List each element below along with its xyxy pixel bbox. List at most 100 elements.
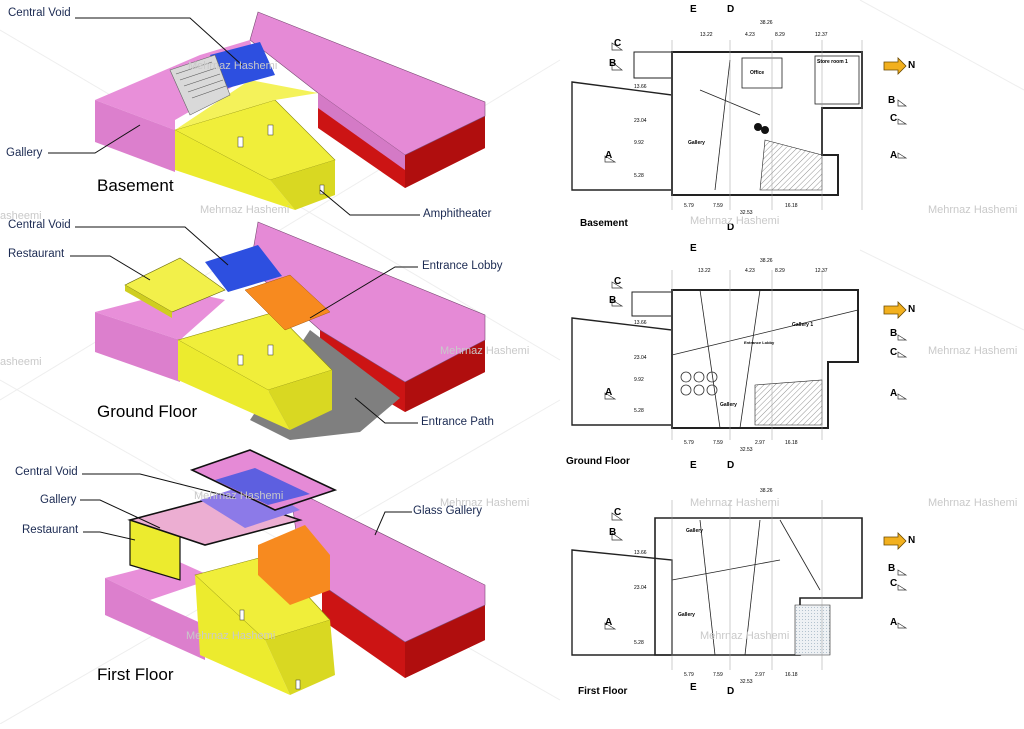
north-arrow-first [883,532,907,550]
label-first-restaurant: Restaurant [22,524,79,536]
leader-ground-lobby [309,266,418,319]
leader-basement-amphitheater [319,189,420,216]
title-ground-axo: Ground Floor [97,402,198,421]
basement-window-2 [267,124,274,136]
dim-left-d-basement: 5.28 [634,173,644,179]
section-b-basement-left: B [609,58,617,69]
title-first-axo: First Floor [97,665,174,684]
section-marker-triangles [604,42,908,630]
section-e-first-top: E [690,460,697,471]
plan-first-gallery-label: Gallery [686,528,703,534]
dim-bottom-d-ground: 16.18 [785,440,798,446]
dim-left-d-ground: 5.28 [634,408,644,414]
dim-left-b-basement: 23.04 [634,118,647,124]
dim-bottom-b-first: 7.59 [713,672,723,678]
plan-basement-office-label: Office [750,70,765,76]
leader-first-void [82,473,236,499]
section-c-first-right: C [890,578,898,589]
dim-top-total-basement: 38.26 [760,20,773,26]
dim-bottom-total-ground: 32.53 [740,447,753,453]
watermark-axo-first: Mehrnaz Hashemi [186,630,276,642]
dim-top-d-basement: 12.37 [815,32,828,38]
leader-basement-gallery [48,124,141,154]
watermark-center: Mehrnaz Hashemi [440,345,530,357]
section-d-basement-top: D [727,4,735,15]
basement-pink-left-front [95,100,175,172]
watermark-right-1: Mehrnaz Hashemi [928,204,1018,216]
plan-first-main [654,517,863,656]
first-yellow-front [195,575,290,695]
ground-blue-void [205,245,282,292]
axo-basement [95,11,486,210]
dim-bottom-a-ground: 5.79 [684,440,694,446]
plan-ground-outline [571,317,673,426]
basement-pink-wing-front [318,93,405,170]
section-a-first-right: A [890,617,898,628]
label-ground-entrance-path: Entrance Path [421,416,494,428]
leader-ground-void [75,226,229,266]
plan-basement-outline [571,81,673,191]
dim-top-a-ground: 13.22 [698,268,711,274]
dim-left-b-ground: 23.04 [634,355,647,361]
title-basement-plan: Basement [580,218,628,229]
section-a-ground-left: A [605,387,613,398]
plan-ground-gallery2-label: Gallery [720,402,737,408]
plan-first-outline [571,549,673,656]
plan-first-glass [794,604,831,656]
dim-top-c-basement: 8.29 [775,32,785,38]
section-c-first-left: C [614,507,622,518]
section-b-first-left: B [609,527,617,538]
section-d-ground-top: D [727,222,735,233]
dim-bottom-a-first: 5.79 [684,672,694,678]
watermark-plan-first: Mehrnaz Hashemi [700,630,790,642]
section-b-first-right: B [888,563,896,574]
first-blue-void [200,482,300,528]
dim-left-a-first: 13.66 [634,550,647,556]
leader-lines [48,17,420,541]
leader-first-gallery [80,499,161,529]
plan-first [571,500,863,670]
first-top-blue [215,468,310,505]
plan-basement-amphi [759,139,823,191]
first-window-1 [239,609,245,621]
plan-basement-store-label: Store room 1 [817,59,848,65]
watermark-right-2: Mehrnaz Hashemi [928,345,1018,357]
ground-window-1 [237,354,244,366]
ground-orange-lobby [244,274,331,331]
plan-basement-gallery-label: Gallery [688,140,705,146]
section-e-first-bottom: E [690,682,697,693]
plan-basement-store [814,55,860,105]
north-arrows [883,57,907,550]
dim-left-b-first: 23.04 [634,585,647,591]
leader-ground-path [354,397,418,424]
label-ground-restaurant: Restaurant [8,248,65,260]
plan-ground-box [631,291,673,317]
section-a-first-left: A [605,617,613,628]
basement-window-1 [237,136,244,148]
label-first-glass-gallery: Glass Gallery [413,505,483,517]
first-pink-left-front [105,578,205,660]
label-basement-central-void: Central Void [8,7,71,19]
basement-yellow-front [175,130,295,210]
title-first-plan: First Floor [578,686,628,697]
plan-ground-lobby-label: Entrance Lobby [744,340,775,345]
first-yellow-side [265,620,335,695]
plan-first-gallery2-label: Gallery [678,612,695,618]
section-a-ground-right: A [890,388,898,399]
watermark-center-2: Mehrnaz Hashemi [440,497,530,509]
section-a-basement-right: A [890,150,898,161]
watermark-right-3: Mehrnaz Hashemi [928,497,1018,509]
dim-bottom-d-first: 16.18 [785,672,798,678]
basement-red-side-dark [405,116,485,188]
section-b-basement-right: B [888,95,896,106]
dim-bottom-total-basement: 32.53 [740,210,753,216]
basement-blue-void [210,42,275,88]
dim-left-d-first: 5.28 [634,640,644,646]
section-e-ground-top: E [690,243,697,254]
dim-top-total-ground: 38.26 [760,258,773,264]
section-a-basement-left: A [605,150,613,161]
ground-restaurant-edge [125,285,172,318]
section-c-basement-left: C [614,38,622,49]
axo-ground [95,221,486,440]
